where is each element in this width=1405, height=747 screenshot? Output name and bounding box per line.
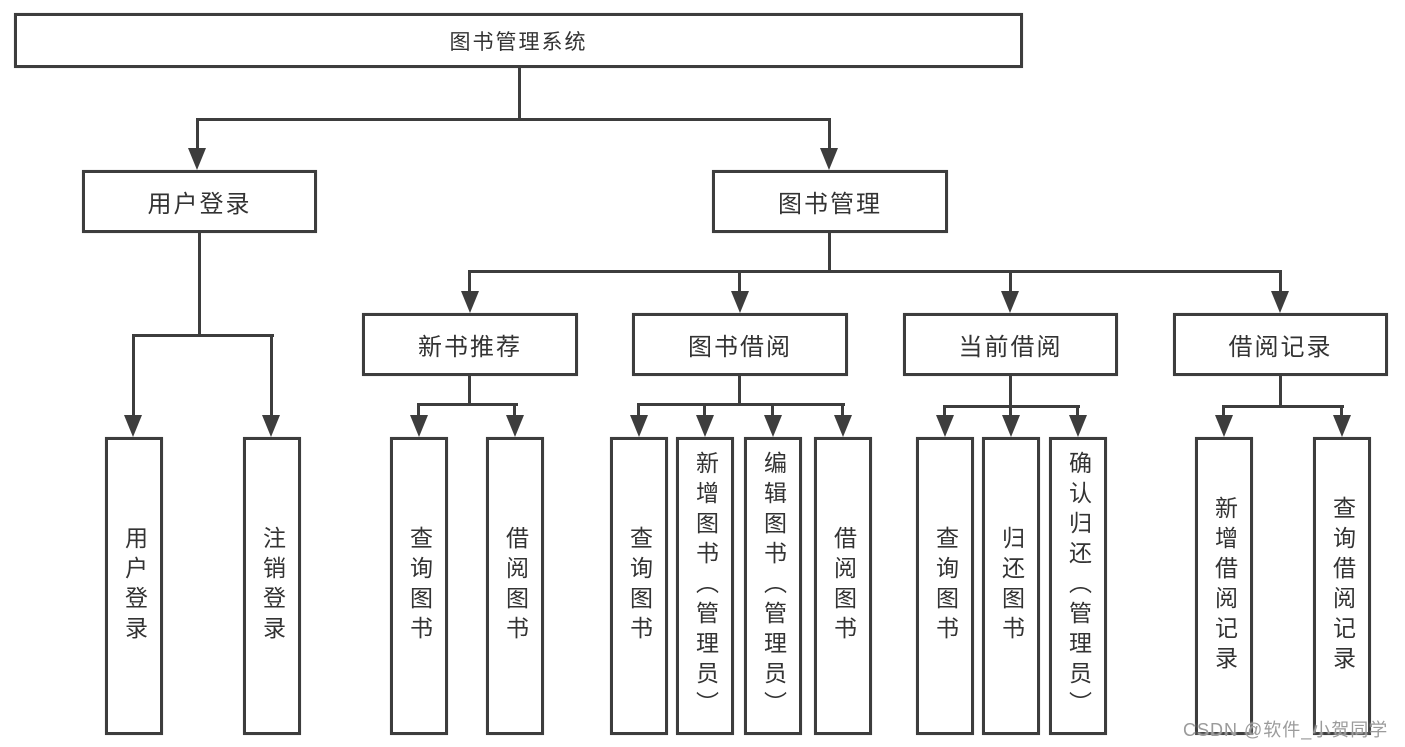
connector-line bbox=[771, 403, 774, 417]
leaf-query-books-borrowing-label: 查询图书 bbox=[626, 526, 653, 646]
leaf-add-borrow-record-label: 新增借阅记录 bbox=[1211, 496, 1238, 676]
connector-level2-bus bbox=[196, 118, 831, 121]
leaf-add-book-admin-label: 新增图书（管理员） bbox=[692, 451, 719, 721]
connector-line bbox=[132, 334, 274, 337]
connector-line bbox=[1009, 405, 1012, 417]
leaf-borrow-books-newbooks-label: 借阅图书 bbox=[502, 526, 529, 646]
leaf-user-login-label: 用户登录 bbox=[121, 526, 148, 646]
connector-line bbox=[417, 403, 420, 417]
connector-line bbox=[1009, 270, 1012, 293]
connector-line bbox=[1279, 376, 1282, 408]
arrow-head-icon bbox=[1001, 291, 1019, 313]
connector-line bbox=[1076, 405, 1079, 417]
connector-line bbox=[828, 233, 831, 273]
leaf-confirm-return-admin-label: 确认归还（管理员） bbox=[1065, 451, 1092, 721]
connector-line bbox=[841, 403, 844, 417]
leaf-add-borrow-record: 新增借阅记录 bbox=[1195, 437, 1253, 735]
connector-line bbox=[270, 334, 273, 415]
connector-root-stem bbox=[518, 68, 521, 121]
leaf-query-books-current: 查询图书 bbox=[916, 437, 974, 735]
leaf-borrow-books-borrowing-label: 借阅图书 bbox=[830, 526, 857, 646]
connector-line bbox=[417, 403, 518, 406]
arrow-head-icon bbox=[834, 415, 852, 437]
connector-level3-bus bbox=[468, 270, 1282, 273]
arrow-head-icon bbox=[188, 148, 206, 170]
node-new-book-recommend-label: 新书推荐 bbox=[418, 334, 522, 361]
leaf-query-books-newbooks: 查询图书 bbox=[390, 437, 448, 735]
connector-line bbox=[1279, 270, 1282, 293]
connector-line bbox=[1340, 405, 1343, 417]
arrow-head-icon bbox=[1271, 291, 1289, 313]
leaf-query-books-current-label: 查询图书 bbox=[932, 526, 959, 646]
connector-line bbox=[738, 376, 741, 406]
connector-line bbox=[1222, 405, 1225, 417]
arrow-head-icon bbox=[1215, 415, 1233, 437]
connector-line bbox=[468, 270, 471, 293]
node-borrowing-records-label: 借阅记录 bbox=[1228, 334, 1333, 361]
leaf-return-book-label: 归还图书 bbox=[998, 526, 1025, 646]
arrow-head-icon bbox=[696, 415, 714, 437]
leaf-query-borrow-record: 查询借阅记录 bbox=[1313, 437, 1371, 735]
arrow-head-icon bbox=[1002, 415, 1020, 437]
connector-line bbox=[1009, 376, 1012, 408]
leaf-edit-book-admin: 编辑图书（管理员） bbox=[744, 437, 802, 735]
node-book-borrowing-label: 图书借阅 bbox=[688, 334, 792, 361]
leaf-add-book-admin: 新增图书（管理员） bbox=[676, 437, 734, 735]
arrow-head-icon bbox=[262, 415, 280, 437]
connector-line bbox=[1222, 405, 1344, 408]
arrow-head-icon bbox=[630, 415, 648, 437]
node-root-label: 图书管理系统 bbox=[449, 30, 588, 54]
arrow-head-icon bbox=[764, 415, 782, 437]
connector-line bbox=[513, 403, 516, 417]
arrow-head-icon bbox=[820, 148, 838, 170]
leaf-return-book: 归还图书 bbox=[982, 437, 1040, 735]
arrow-head-icon bbox=[461, 291, 479, 313]
node-book-borrowing: 图书借阅 bbox=[632, 313, 848, 376]
csdn-watermark: CSDN @软件_小贺同学 bbox=[1183, 720, 1389, 740]
node-borrowing-records: 借阅记录 bbox=[1173, 313, 1388, 376]
node-user-login: 用户登录 bbox=[82, 170, 317, 233]
arrow-head-icon bbox=[731, 291, 749, 313]
node-root: 图书管理系统 bbox=[14, 13, 1023, 68]
arrow-head-icon bbox=[124, 415, 142, 437]
connector-line bbox=[738, 270, 741, 293]
node-new-book-recommend: 新书推荐 bbox=[362, 313, 578, 376]
leaf-logout-label: 注销登录 bbox=[259, 526, 286, 646]
leaf-query-borrow-record-label: 查询借阅记录 bbox=[1329, 496, 1356, 676]
arrow-head-icon bbox=[506, 415, 524, 437]
connector-line bbox=[198, 233, 201, 337]
connector-line bbox=[468, 376, 471, 406]
arrow-head-icon bbox=[936, 415, 954, 437]
connector-line bbox=[703, 403, 706, 417]
connector-line bbox=[943, 405, 946, 417]
arrow-head-icon bbox=[410, 415, 428, 437]
leaf-borrow-books-newbooks: 借阅图书 bbox=[486, 437, 544, 735]
leaf-confirm-return-admin: 确认归还（管理员） bbox=[1049, 437, 1107, 735]
node-user-login-label: 用户登录 bbox=[147, 191, 252, 218]
leaf-logout: 注销登录 bbox=[243, 437, 301, 735]
connector-line bbox=[828, 118, 831, 150]
leaf-query-books-borrowing: 查询图书 bbox=[610, 437, 668, 735]
leaf-borrow-books-borrowing: 借阅图书 bbox=[814, 437, 872, 735]
leaf-edit-book-admin-label: 编辑图书（管理员） bbox=[760, 451, 787, 721]
connector-line bbox=[196, 118, 199, 150]
node-current-borrowing: 当前借阅 bbox=[903, 313, 1118, 376]
connector-line bbox=[637, 403, 845, 406]
connector-line bbox=[637, 403, 640, 417]
arrow-head-icon bbox=[1069, 415, 1087, 437]
connector-line bbox=[132, 334, 135, 415]
leaf-query-books-newbooks-label: 查询图书 bbox=[406, 526, 433, 646]
leaf-user-login: 用户登录 bbox=[105, 437, 163, 735]
node-book-management-label: 图书管理 bbox=[778, 191, 882, 218]
arrow-head-icon bbox=[1333, 415, 1351, 437]
node-book-management: 图书管理 bbox=[712, 170, 948, 233]
node-current-borrowing-label: 当前借阅 bbox=[958, 334, 1063, 361]
